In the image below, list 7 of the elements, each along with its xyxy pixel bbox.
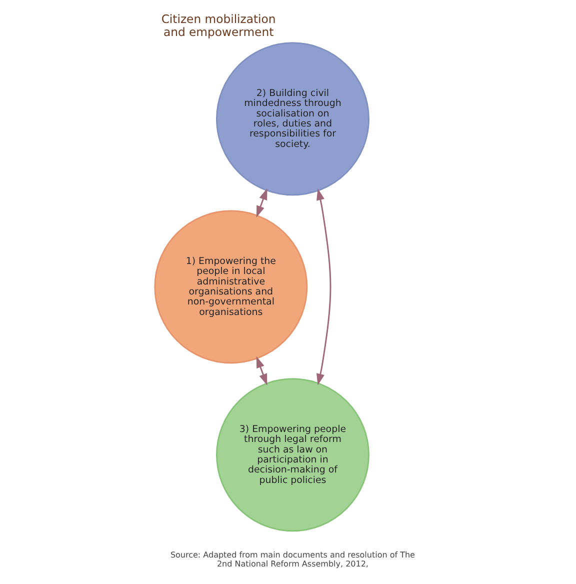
arrow — [256, 356, 268, 386]
node-circle: 2) Building civil mindedness through socialisation on roles, duties and responsibilities for society. — [216, 42, 370, 196]
arrow — [256, 188, 268, 218]
node-circle: 3) Empowering people through legal reform such as law on participation in decision-making of public policies — [216, 378, 370, 532]
arrow — [316, 188, 332, 386]
node-circle: 1) Empowering the people in local administrative organisations and non-governmental organisations — [154, 210, 308, 364]
diagram-title: Citizen mobilization and empowerment — [161, 12, 276, 40]
